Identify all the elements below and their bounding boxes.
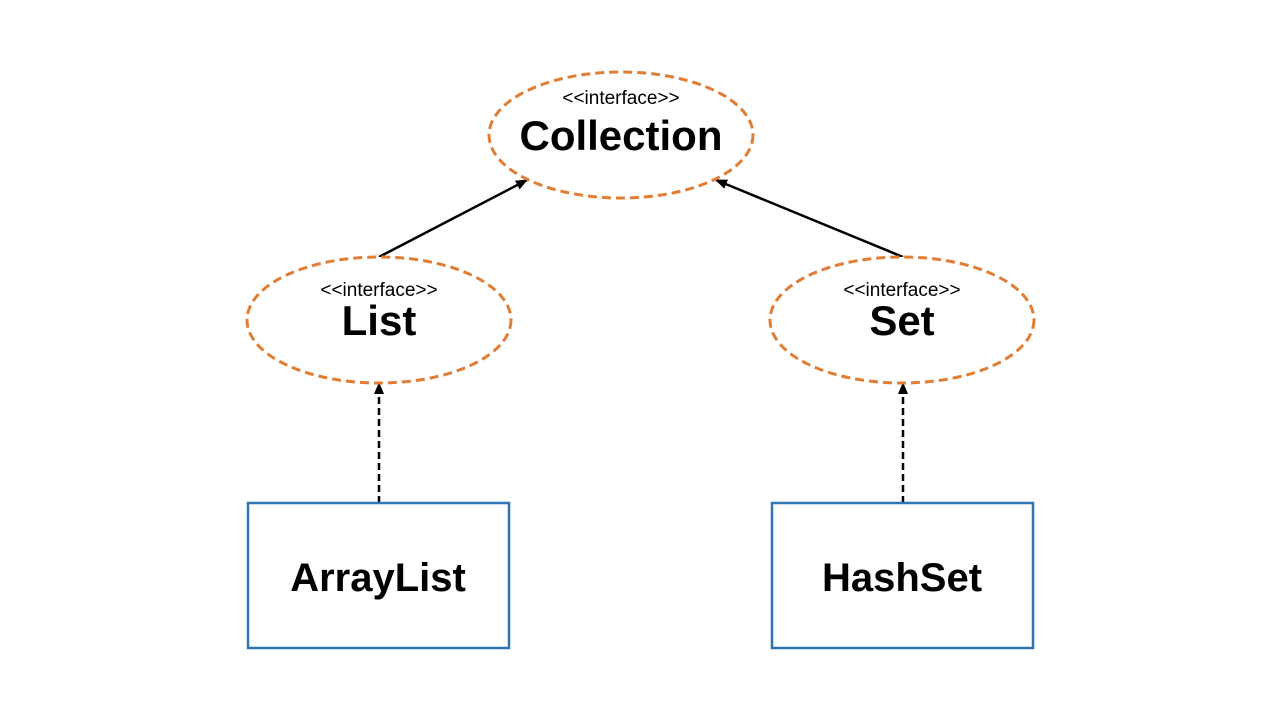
- set-stereotype: <<interface>>: [843, 280, 960, 301]
- list-name: List: [342, 297, 417, 344]
- hashset-name: HashSet: [822, 556, 982, 600]
- list-ellipse: [245, 255, 513, 385]
- collection-name: Collection: [519, 112, 722, 159]
- list-interface-node[interactable]: <<interface>> List: [245, 255, 513, 385]
- arraylist-box: [246, 501, 511, 650]
- set-ellipse: [768, 255, 1036, 385]
- list-extends-collection-arrow: [378, 178, 528, 259]
- set-interface-node[interactable]: <<interface>> Set: [768, 255, 1036, 385]
- hashset-class-node[interactable]: HashSet: [770, 501, 1035, 650]
- arraylist-class-node[interactable]: ArrayList: [246, 501, 511, 650]
- set-name: Set: [869, 297, 934, 344]
- arraylist-name: ArrayList: [290, 556, 466, 600]
- collection-interface-node[interactable]: <<interface>> Collection: [487, 70, 755, 200]
- collection-ellipse: [487, 70, 755, 200]
- list-stereotype: <<interface>>: [320, 280, 437, 301]
- hashset-box: [770, 501, 1035, 650]
- set-extends-collection-arrow: [715, 178, 904, 259]
- collection-stereotype: <<interface>>: [562, 88, 679, 109]
